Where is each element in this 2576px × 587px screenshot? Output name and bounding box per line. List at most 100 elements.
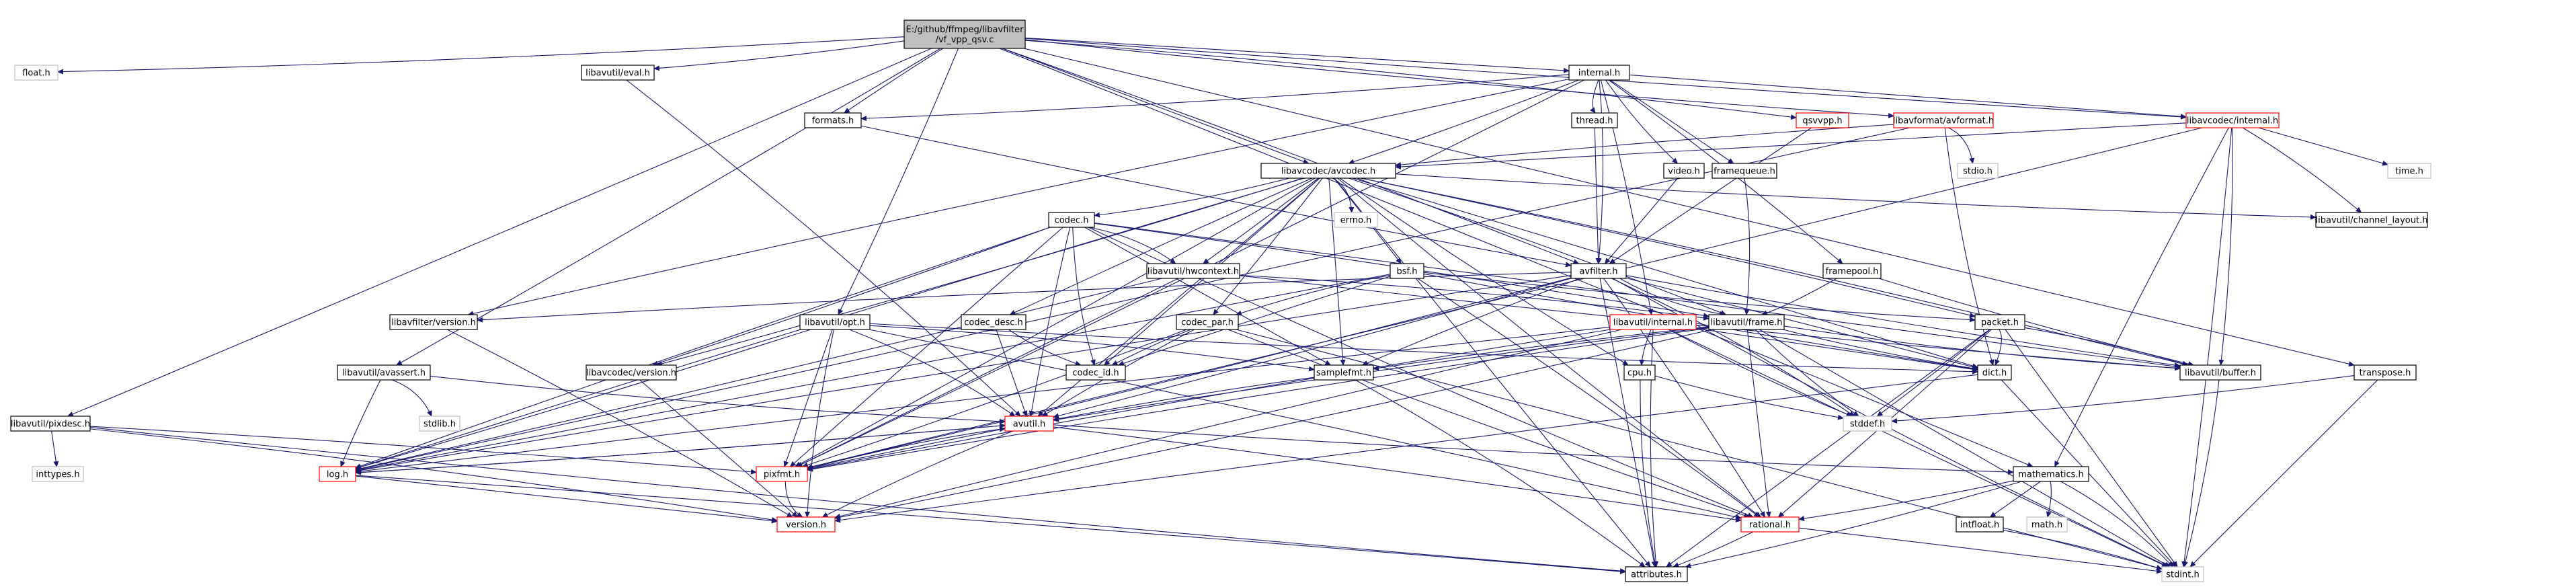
- edge-frame-to-stddef: [1755, 329, 1859, 417]
- edge-avcodec-to-cversion: [656, 178, 1303, 366]
- node-codec_par[interactable]: codec_par.h: [1176, 314, 1239, 330]
- node-framepool[interactable]: framepool.h: [1822, 263, 1882, 279]
- node-util_internal[interactable]: libavutil/internal.h: [1609, 314, 1697, 330]
- node-codec_desc[interactable]: codec_desc.h: [961, 314, 1027, 330]
- node-intfloat[interactable]: intfloat.h: [1956, 516, 2004, 533]
- edge-opt-to-pixfmt: [783, 329, 833, 467]
- node-errno: errno.h: [1334, 212, 1378, 228]
- edge-mathematics-to-math: [2046, 481, 2052, 518]
- node-frame-box: [1708, 314, 1785, 330]
- node-codec_internal[interactable]: libavcodec/internal.h: [2185, 112, 2280, 128]
- node-samplefmt[interactable]: samplefmt.h: [1314, 364, 1374, 381]
- edge-pixfmt-to-avutil: [807, 426, 1006, 469]
- edge-avfilter-to-dict: [1625, 277, 1978, 370]
- node-hwcontext-box: [1146, 263, 1240, 279]
- node-mathematics-label: mathematics.h: [2018, 470, 2084, 480]
- edge-codec-to-hwcontext: [1089, 227, 1176, 264]
- edge-codec_par-to-codec_id: [1111, 329, 1191, 366]
- node-framequeue-label: framequeue.h: [1714, 167, 1775, 177]
- node-rational-box: [1740, 516, 1800, 533]
- edge-util_internal-to-stdint: [1668, 329, 2168, 568]
- edge-avcodec-to-buffer: [1361, 178, 2189, 366]
- node-avfilter-label: avfilter.h: [1579, 267, 1617, 277]
- node-formats[interactable]: formats.h: [804, 112, 862, 128]
- edge-opt-to-version: [805, 329, 834, 518]
- node-cversion[interactable]: libavcodec/version.h: [586, 364, 677, 381]
- node-avassert[interactable]: libavutil/avassert.h: [337, 364, 431, 381]
- node-log[interactable]: log.h: [319, 466, 356, 482]
- edge-avcodec-to-codec: [1094, 178, 1290, 218]
- node-framequeue[interactable]: framequeue.h: [1712, 163, 1777, 179]
- node-packet[interactable]: packet.h: [1974, 314, 2025, 330]
- edge-avcodec-to-rational: [1337, 178, 1762, 518]
- edge-root-to-avcodec: [1002, 48, 1310, 164]
- node-codec[interactable]: codec.h: [1048, 212, 1095, 228]
- edge-avfilter-to-attributes: [1599, 278, 1657, 568]
- node-vfversion-box: [389, 314, 478, 330]
- node-vfversion[interactable]: libavfilter/version.h: [389, 314, 478, 330]
- node-errno-label: errno.h: [1340, 216, 1372, 226]
- node-attributes[interactable]: attributes.h: [1625, 566, 1688, 582]
- edge-avutil-to-pixfmt: [807, 428, 1006, 471]
- node-avcodec[interactable]: libavcodec/avcodec.h: [1260, 163, 1396, 179]
- node-avformat[interactable]: libavformat/avformat.h: [1893, 112, 1994, 128]
- edge-root-to-qsvvpp: [1024, 40, 1797, 120]
- node-hwcontext[interactable]: libavutil/hwcontext.h: [1146, 263, 1240, 279]
- edge-avcodec-to-errno: [1332, 178, 1355, 213]
- node-stdint-label: stdint.h: [2166, 570, 2199, 580]
- edge-util_internal-to-attributes: [1650, 329, 1659, 568]
- edge-opt-to-log: [355, 329, 811, 470]
- node-root[interactable]: E:/github/ffmpeg/libavfilter/vf_vpp_qsv.…: [903, 19, 1026, 49]
- node-avutil[interactable]: avutil.h: [1004, 416, 1054, 432]
- node-log-box: [319, 466, 356, 482]
- node-rational[interactable]: rational.h: [1740, 516, 1800, 533]
- node-dict[interactable]: dict.h: [1977, 364, 2012, 381]
- node-frame[interactable]: libavutil/frame.h: [1708, 314, 1785, 330]
- node-util_internal-label: libavutil/internal.h: [1613, 318, 1693, 328]
- node-thread[interactable]: thread.h: [1571, 112, 1618, 128]
- edge-util_internal-to-pixfmt: [807, 329, 1611, 471]
- edge-packet-to-attributes: [1666, 329, 1990, 568]
- node-bsf[interactable]: bsf.h: [1390, 263, 1424, 279]
- node-video-box: [1663, 163, 1705, 179]
- edge-frame-to-avutil: [1053, 327, 1709, 422]
- node-qsvvpp-label: qsvvpp.h: [1802, 116, 1842, 126]
- node-avfilter[interactable]: avfilter.h: [1570, 263, 1627, 279]
- edge-root-to-avformat: [1024, 39, 1894, 118]
- node-float-label: float.h: [22, 69, 50, 79]
- edge-avassert-to-avutil: [430, 375, 1006, 424]
- node-codec_id[interactable]: codec_id.h: [1065, 364, 1126, 381]
- node-internal[interactable]: internal.h: [1568, 65, 1630, 81]
- node-transpose-box: [2353, 364, 2417, 381]
- node-codec_par-box: [1176, 314, 1239, 330]
- node-opt[interactable]: libavutil/opt.h: [799, 314, 871, 330]
- node-cpu[interactable]: cpu.h: [1623, 364, 1656, 381]
- node-stdio-label: stdio.h: [1963, 167, 1993, 177]
- node-pixdesc[interactable]: libavutil/pixdesc.h: [10, 416, 91, 432]
- node-thread-box: [1571, 112, 1618, 128]
- node-pixfmt-box: [756, 466, 808, 482]
- node-transpose[interactable]: transpose.h: [2353, 364, 2417, 381]
- node-pixfmt[interactable]: pixfmt.h: [756, 466, 808, 482]
- edge-frame-to-buffer: [1783, 325, 2181, 371]
- edge-avfilter-to-log: [355, 275, 1572, 473]
- edge-video-to-avfilter: [1604, 178, 1679, 264]
- edge-samplefmt-to-attributes: [1355, 379, 1646, 568]
- node-channel_layout[interactable]: libavutil/channel_layout.h: [2315, 212, 2428, 228]
- node-pixdesc-box: [10, 416, 91, 432]
- node-video[interactable]: video.h: [1663, 163, 1705, 179]
- edge-root-to-formats: [844, 48, 944, 114]
- edge-codec-to-codec_id: [1072, 227, 1096, 366]
- edge-util_internal-to-version: [834, 329, 1623, 519]
- node-version[interactable]: version.h: [776, 516, 836, 533]
- edge-avfilter-to-avutil: [1053, 278, 1572, 419]
- node-eval[interactable]: libavutil/eval.h: [581, 65, 655, 81]
- edge-util_internal-to-stddef: [1668, 329, 1853, 417]
- edge-frame-to-pixfmt: [807, 327, 1709, 472]
- node-qsvvpp[interactable]: qsvvpp.h: [1796, 112, 1849, 128]
- node-opt-label: libavutil/opt.h: [805, 318, 865, 328]
- node-buffer[interactable]: libavutil/buffer.h: [2179, 364, 2261, 381]
- node-eval-box: [581, 65, 655, 81]
- edge-codec_internal-to-channel_layout: [2243, 127, 2362, 213]
- node-mathematics[interactable]: mathematics.h: [2013, 466, 2089, 482]
